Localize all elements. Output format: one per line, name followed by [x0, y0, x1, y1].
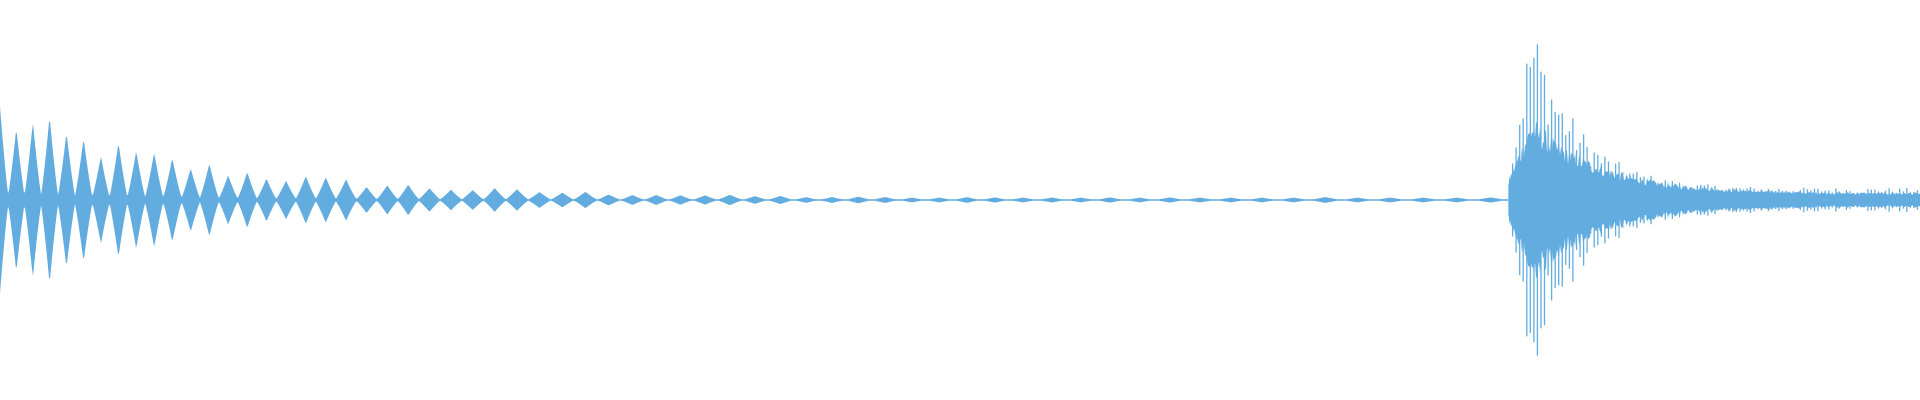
waveform-peaks — [0, 44, 1920, 356]
waveform-envelope-decay — [0, 107, 1516, 293]
waveform-envelope-burst — [1509, 122, 1920, 278]
